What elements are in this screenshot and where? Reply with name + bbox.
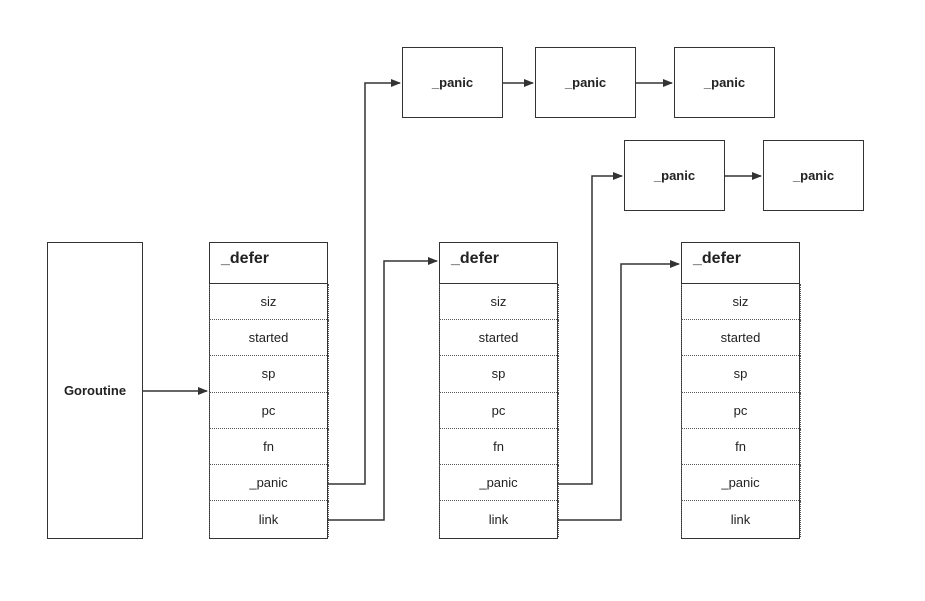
field-pc: pc	[438, 392, 559, 429]
panic-label: _panic	[431, 75, 474, 90]
goroutine-label: Goroutine	[63, 383, 127, 398]
field-panic: _panic	[680, 464, 801, 502]
defer-title: _defer	[682, 243, 799, 284]
field-link: link	[208, 501, 329, 538]
panic-box-row1-2: _panic	[535, 47, 636, 118]
field-siz: siz	[680, 284, 801, 321]
panic-label: _panic	[703, 75, 746, 90]
panic-label: _panic	[653, 168, 696, 183]
field-started: started	[438, 320, 559, 357]
panic-box-row1-1: _panic	[402, 47, 503, 118]
panic-label: _panic	[564, 75, 607, 90]
panic-label: _panic	[792, 168, 835, 183]
arrow-defer2-panic-to-panic	[558, 172, 623, 485]
field-link: link	[680, 501, 801, 538]
field-panic: _panic	[208, 464, 329, 502]
defer-struct-3: _defer siz started sp pc fn _panic link	[680, 242, 801, 539]
goroutine-box: Goroutine	[47, 242, 143, 539]
field-started: started	[680, 320, 801, 357]
field-link: link	[438, 501, 559, 538]
field-siz: siz	[438, 284, 559, 321]
panic-box-row2-2: _panic	[763, 140, 864, 211]
field-sp: sp	[438, 356, 559, 393]
arrow-defer2-link-to-defer3	[558, 260, 680, 521]
defer-title: _defer	[210, 243, 327, 284]
field-pc: pc	[208, 392, 329, 429]
arrow-defer1-link-to-defer2	[328, 257, 438, 521]
field-siz: siz	[208, 284, 329, 321]
field-fn: fn	[680, 428, 801, 465]
field-sp: sp	[680, 356, 801, 393]
field-fn: fn	[438, 428, 559, 465]
field-panic: _panic	[438, 464, 559, 502]
defer-struct-2: _defer siz started sp pc fn _panic link	[438, 242, 559, 539]
defer-struct-1: _defer siz started sp pc fn _panic link	[208, 242, 329, 539]
field-sp: sp	[208, 356, 329, 393]
panic-box-row2-1: _panic	[624, 140, 725, 211]
arrow-defer1-panic-to-panic	[328, 79, 401, 485]
field-started: started	[208, 320, 329, 357]
defer-title: _defer	[440, 243, 557, 284]
panic-box-row1-3: _panic	[674, 47, 775, 118]
field-pc: pc	[680, 392, 801, 429]
field-fn: fn	[208, 428, 329, 465]
